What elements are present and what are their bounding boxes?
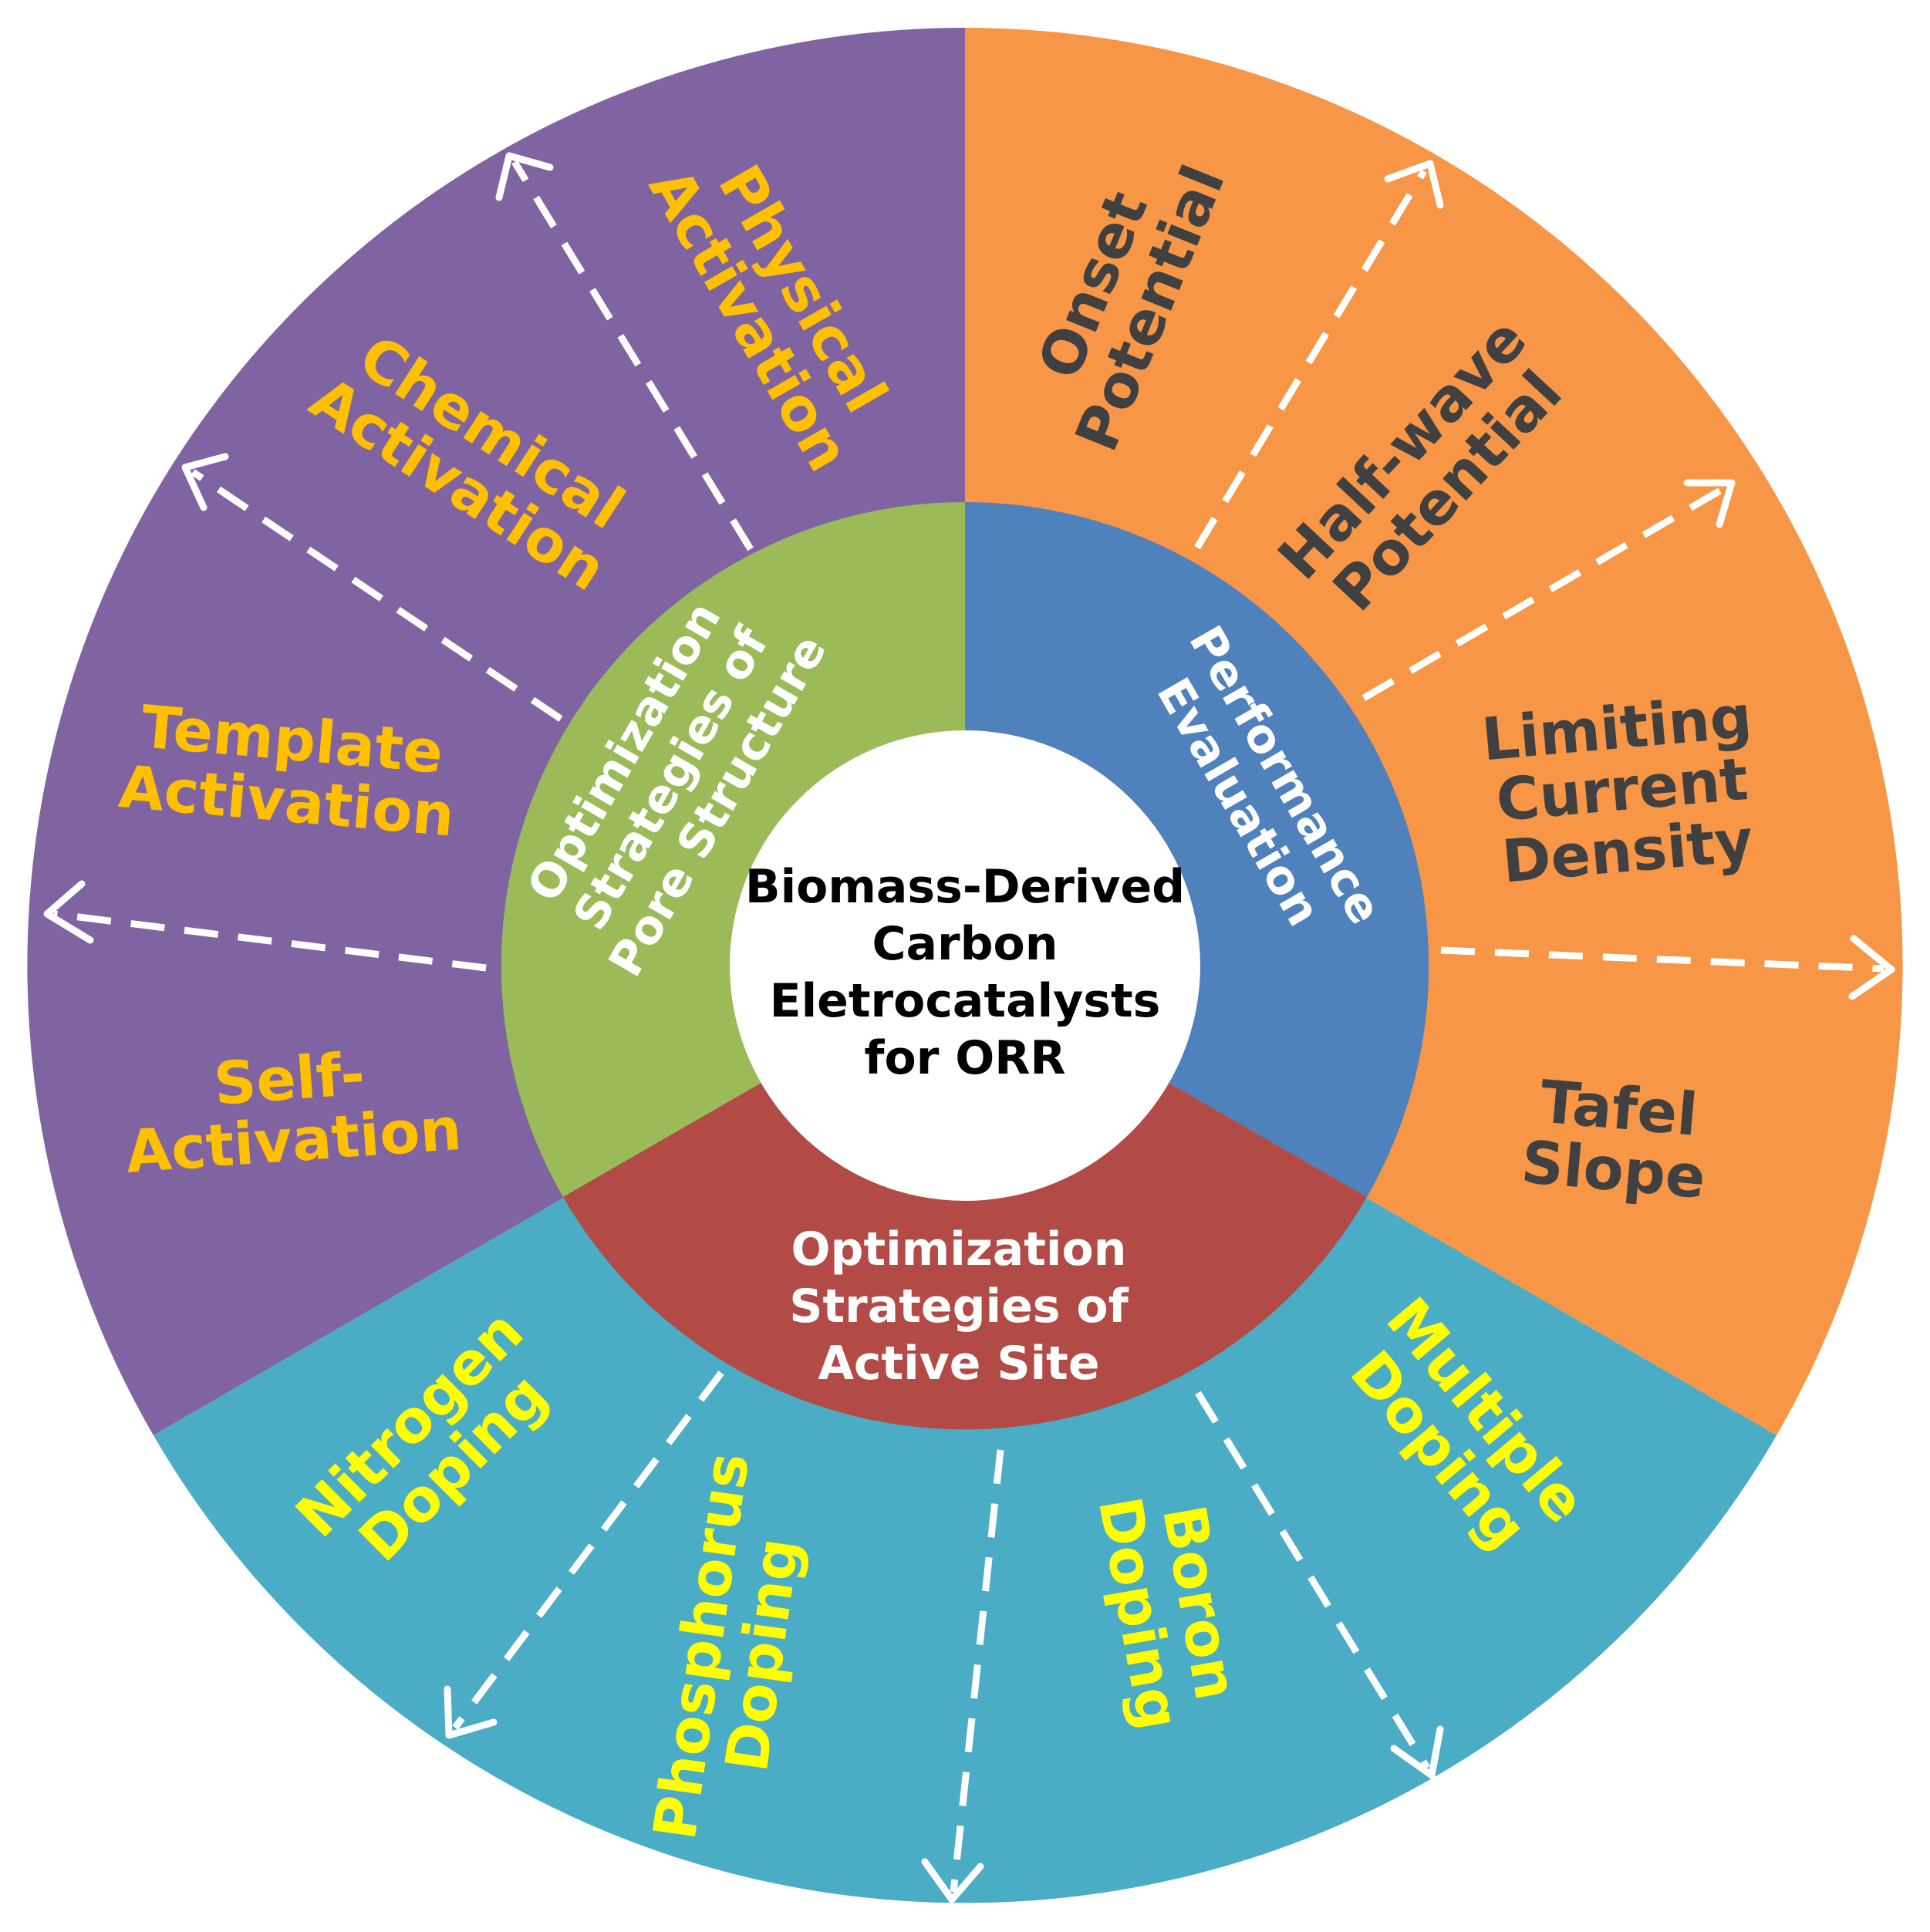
label-tafel-slope: Tafel Slope [1519,1067,1709,1212]
center-circle [730,730,1200,1201]
arrow-template [53,910,487,972]
arrow-multiple [1195,1391,1430,1770]
center-title-line-3: Eletrocatalysts [770,974,1161,1028]
arrows-performance [1194,160,1895,1000]
arrow-multiple-head [1390,1725,1444,1779]
arrow-nitrogen [452,1371,724,1730]
arrow-limiting-head [1848,935,1895,1000]
arrow-onset-head [1384,160,1444,209]
arrow-nitrogen-head [444,1685,498,1739]
arrows-pore-structure [43,152,754,972]
label-limiting-current-density: Limiting Current Density [1479,682,1756,896]
arrow-onset [1194,169,1427,550]
arrow-chemical [191,469,563,722]
inner-label-active-line-2: Strategies of [789,1280,1129,1334]
center-title-line-1: Biomass-Derived [745,860,1185,914]
arrows-active-site [444,1371,1444,1903]
arrow-limiting [1440,946,1884,973]
label-tafel-line-2: Slope [1519,1128,1709,1212]
arrow-physical-head [495,152,554,201]
center-title: Biomass-Derived Carbon Eletrocatalysts f… [745,860,1185,1085]
arrow-physical [511,160,754,551]
arrow-phosphorus [950,1449,1004,1893]
inner-label-active-line-3: Active Site [818,1337,1099,1391]
arrow-phosphorus-head [921,1858,984,1903]
center-title-line-4: for ORR [864,1031,1065,1085]
label-tafel-line-1: Tafel [1537,1067,1700,1148]
arrow-halfwave [1361,484,1728,701]
arrow-template-head [43,880,94,944]
inner-label-active-line-1: Optimization [791,1222,1127,1276]
outer-sector-active-site [153,966,1777,1903]
arrow-halfwave-head [1683,479,1736,528]
label-self-line-1: Self- [211,1039,366,1118]
arrow-chemical-head [181,453,229,511]
inner-label-active-site: Optimization Strategies of Active Site [789,1222,1129,1391]
center-title-line-2: Carbon [872,917,1058,971]
